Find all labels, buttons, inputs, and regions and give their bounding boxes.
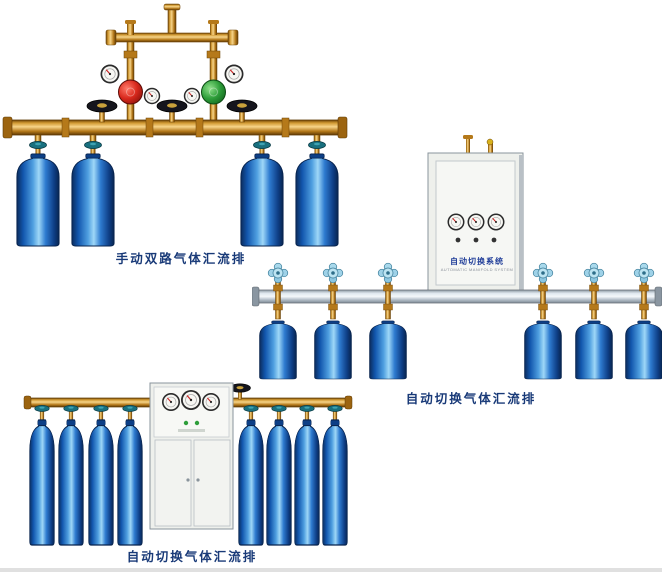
gas-cylinder [625,320,662,380]
cabinet-door [193,439,231,527]
header-pipe [105,20,239,83]
gas-cylinder [58,419,84,546]
control-cabinet [427,152,524,294]
pressure-gauge [466,212,486,232]
pressure-gauge [486,212,506,232]
gas-cylinder [322,419,348,546]
auto-switch-manifold-figure [252,135,662,380]
indicator-light [455,237,461,243]
regulator-knob-green [201,79,226,105]
pressure-regulator-right [183,63,245,125]
pressure-gauge [201,392,221,412]
indicator-light [491,237,497,243]
gas-cylinder [117,419,143,546]
shutoff-handwheels [86,99,258,123]
cylinder-valve [583,262,605,320]
valve-handwheel-icon [532,262,554,284]
pressure-gauge [446,212,466,232]
gas-cylinders [259,320,662,380]
gas-cylinder [71,153,115,247]
gas-cylinder [314,320,352,380]
handwheel-icon [226,99,258,123]
pressure-gauge [223,63,245,85]
cylinder-valve [532,262,554,320]
pressure-regulator-left [99,63,161,125]
pressure-gauge [183,87,201,105]
pressure-gauge [180,389,202,411]
auto-switch-cabinet-figure [23,382,353,546]
gas-cylinder [369,320,407,380]
cylinder-valve [322,262,344,320]
gas-cylinder [16,153,60,247]
cylinder-valve [267,262,289,320]
cabinet-top-fittings [463,135,494,155]
manifold-rail [252,286,662,307]
valve-handwheel-icon [377,262,399,284]
gas-cylinder [238,419,264,546]
cylinder-valves [29,134,326,163]
valve-handwheel-icon [322,262,344,284]
gas-cylinder [294,419,320,546]
product-caption-auto-switch-cabinet: 自动切换气体汇流排 [126,550,258,564]
manifold-pipe [2,116,348,139]
product-caption-manual-dual: 手动双路气体汇流排 [115,252,247,266]
handwheel-icon [86,99,118,123]
cylinder-valve [377,262,399,320]
gas-cylinder [266,419,292,546]
door-handle [186,478,190,482]
indicator-light [473,237,479,243]
indicator-light [183,420,189,426]
door-handle [196,478,200,482]
manual-dual-manifold-figure [2,3,348,247]
gas-cylinder [88,419,114,546]
gas-cylinder [29,419,55,546]
valve-handwheel-icon [583,262,605,284]
regulator-knob-red [118,79,143,105]
cylinder-valves [267,262,655,320]
page-bottom-divider [0,568,662,572]
pressure-gauge [143,87,161,105]
gas-cylinder [575,320,613,380]
indicator-light [194,420,200,426]
pressure-gauge [99,63,121,85]
cabinet-nameplate: 自动切换系统 [450,257,504,266]
pressure-gauge [161,392,181,412]
cylinder-valve [633,262,655,320]
cabinet-door [154,439,192,527]
control-cabinet [149,382,234,530]
gas-cylinder [524,320,562,380]
valve-handwheel-icon [633,262,655,284]
outlet-pipe [163,3,181,37]
gas-cylinder [259,320,297,380]
cabinet-nameplate-subtext: AUTOMATIC MANIFOLD SYSTEM [440,267,514,272]
product-caption-auto-switch: 自动切换气体汇流排 [405,392,537,406]
handwheel-icon [156,99,188,123]
